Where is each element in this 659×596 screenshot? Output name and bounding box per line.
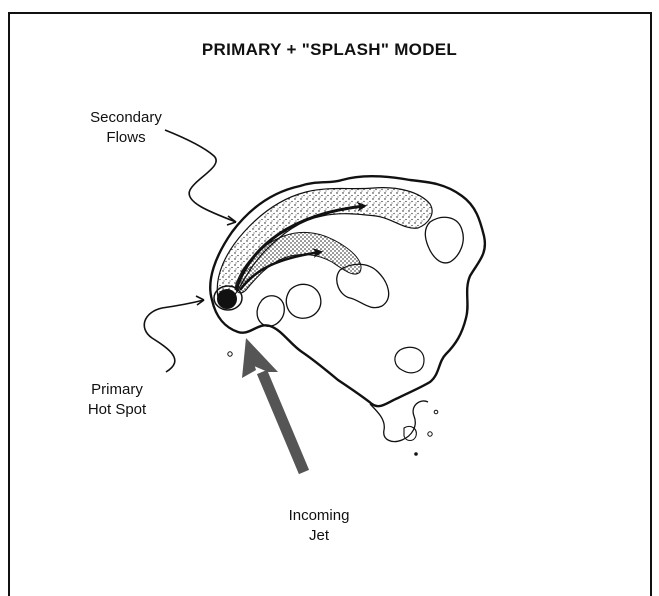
inner-contour-4 xyxy=(257,296,284,327)
inner-contour-5 xyxy=(395,347,424,373)
primary-hot-spot-pointer xyxy=(144,300,204,372)
tail-fragment-1 xyxy=(404,426,416,440)
secondary-flows-pointer xyxy=(165,130,236,222)
primary-hot-spot xyxy=(217,289,237,309)
tail-speck-1 xyxy=(428,432,432,436)
inner-contour-2 xyxy=(425,217,463,263)
tail-speck-2 xyxy=(414,452,418,456)
inner-contour-3 xyxy=(286,284,320,318)
incoming-jet-arrow xyxy=(262,372,304,472)
tail-speck-3 xyxy=(434,410,438,414)
edge-speck xyxy=(228,352,232,356)
